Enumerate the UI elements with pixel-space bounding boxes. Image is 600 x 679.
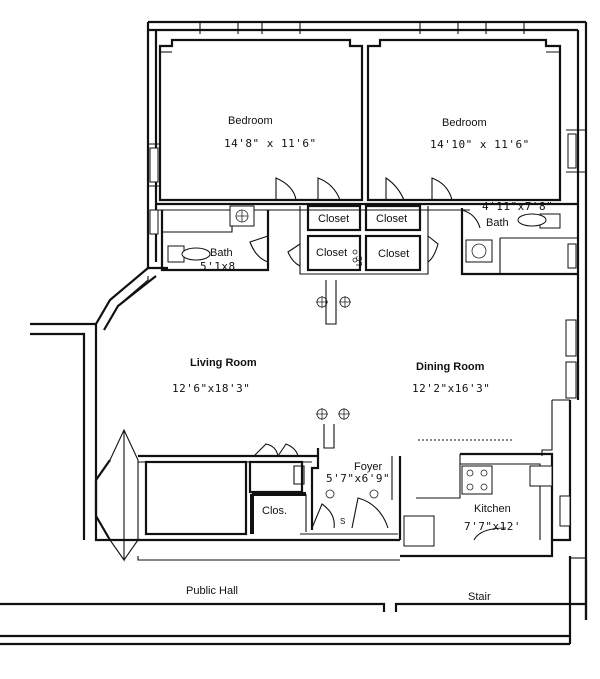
foyer-dims: 5'7"x6'9"	[326, 472, 390, 485]
public-hall-label: Public Hall	[186, 585, 238, 597]
dining-room-label: Dining Room	[416, 361, 485, 373]
exterior-walls	[0, 20, 588, 646]
bath-right-dims: 4'11"x7'8"	[482, 200, 553, 213]
kitchen-dims: 7'7"x12'	[464, 520, 521, 533]
bath-left-dims: 5'1x8	[200, 260, 236, 273]
bedrooms	[148, 22, 586, 211]
bedroom-left-label: Bedroom	[228, 115, 273, 127]
closet-4-label: Closet	[378, 248, 409, 260]
closet-1-label: Closet	[318, 213, 349, 225]
closets	[287, 204, 439, 275]
clos-label: Clos.	[262, 505, 287, 517]
lower-row	[138, 443, 402, 541]
living-dining-area	[94, 276, 577, 562]
light-fixture-bottom	[316, 408, 350, 420]
bedroom-doors	[275, 176, 453, 201]
bath-left	[149, 205, 270, 272]
bedroom-left-dims: 14'8" x 11'6"	[224, 137, 317, 150]
foyer-label: Foyer	[354, 461, 382, 473]
light-fixture-top	[316, 296, 351, 308]
closet-3-label: Closet	[316, 247, 347, 259]
closet-2-label: Closet	[376, 213, 407, 225]
hall-stair	[137, 556, 586, 561]
bath-left-label: Bath	[210, 247, 233, 259]
bedroom-right-label: Bedroom	[442, 117, 487, 129]
living-room-dims: 12'6"x18'3"	[172, 382, 250, 395]
living-room-label: Living Room	[190, 357, 257, 369]
dining-room-dims: 12'2"x16'3"	[412, 382, 490, 395]
kitchen-label: Kitchen	[474, 503, 511, 515]
foyer-switch-mark: S	[340, 517, 345, 526]
bath-right-label: Bath	[486, 217, 509, 229]
stair-label: Stair	[468, 591, 491, 603]
bath-right	[460, 208, 578, 276]
closet-mark: LC	[355, 256, 364, 266]
bedroom-right-dims: 14'10" x 11'6"	[430, 138, 530, 151]
kitchen	[403, 452, 571, 547]
